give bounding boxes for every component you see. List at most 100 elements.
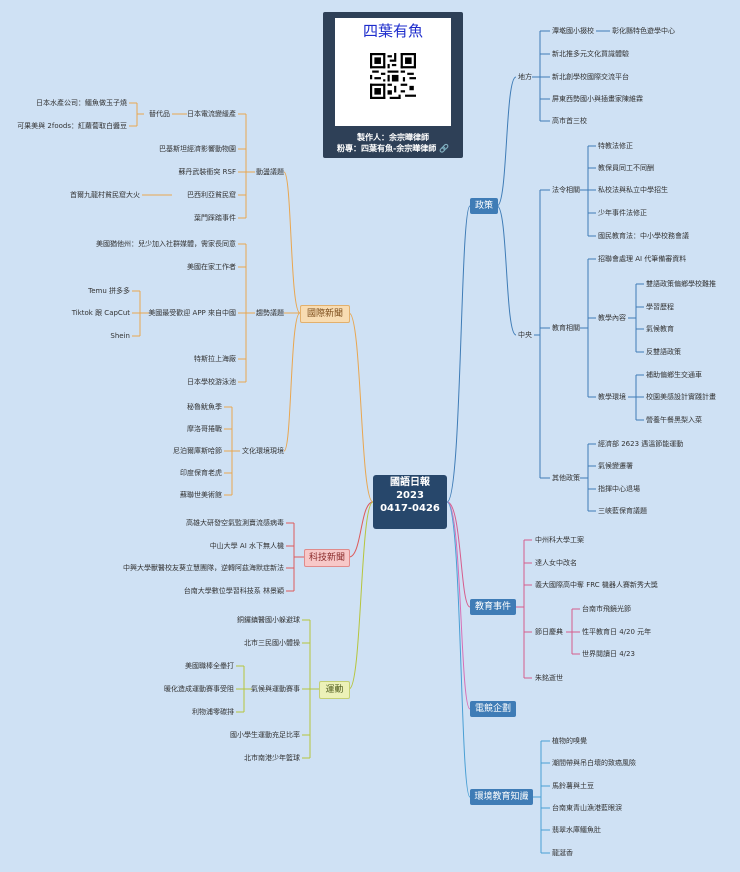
topic-item[interactable]: 新北創學校國際交流平台 bbox=[552, 73, 629, 81]
topic-item[interactable]: 美國在家工作者 bbox=[187, 263, 236, 271]
topic-item[interactable]: 台南大學數位學習科技系 林景穎 bbox=[183, 587, 284, 595]
topic-item[interactable]: 巴基斯坦經濟影響動物園 bbox=[159, 145, 236, 153]
topic-item[interactable]: 台南市飛鏡光節 bbox=[582, 605, 631, 613]
topic-teaching-environment[interactable]: 教學環境 bbox=[598, 393, 626, 401]
topic-popular-apps[interactable]: 美國最受歡迎 APP 來自中國 bbox=[148, 309, 236, 317]
topic-education[interactable]: 教育相關 bbox=[552, 324, 580, 332]
branch-international-news[interactable]: 國際新聞 bbox=[300, 305, 350, 323]
topic-item[interactable]: 學習歷程 bbox=[646, 303, 674, 311]
topic-item[interactable]: 日本電流變緩產 bbox=[187, 110, 236, 118]
topic-item[interactable]: 特教法修正 bbox=[598, 142, 633, 150]
topic-item[interactable]: 達人女中改名 bbox=[535, 559, 577, 567]
topic-item[interactable]: 高市首三校 bbox=[552, 117, 587, 125]
branch-esports[interactable]: 電競企劃 bbox=[470, 701, 516, 717]
topic-culture[interactable]: 文化環境現境 bbox=[242, 447, 284, 455]
branch-environment-education[interactable]: 環境教育知識 bbox=[470, 789, 533, 805]
topic-item[interactable]: 台南東青山漁港藍眼淚 bbox=[552, 804, 622, 812]
topic-item[interactable]: 蘇聯世美術館 bbox=[180, 491, 222, 499]
topic-law[interactable]: 法令相關 bbox=[552, 186, 580, 194]
topic-item[interactable]: 性平教育日 4/20 元年 bbox=[582, 628, 652, 636]
root-year: 2023 bbox=[396, 490, 424, 501]
topic-item[interactable]: 營養午餐黑梨入菜 bbox=[646, 416, 702, 424]
topic-item[interactable]: 可果美與 2foods：紅蘿蔔取白醬豆 bbox=[17, 122, 127, 130]
topic-item[interactable]: 尼泊爾庫斯哈節 bbox=[173, 447, 222, 455]
topic-item[interactable]: 秘魯魷魚季 bbox=[187, 403, 222, 411]
card-title: 四葉有魚 bbox=[362, 22, 423, 40]
topic-economy[interactable]: 動盪議題 bbox=[256, 168, 284, 176]
topic-substitute[interactable]: 替代品 bbox=[149, 110, 170, 118]
topic-item[interactable]: 義大國際高中奪 FRC 機器人賽新秀大獎 bbox=[535, 581, 658, 589]
topic-item[interactable]: 國小學生運動充足比率 bbox=[230, 731, 300, 739]
topic-item[interactable]: 葉門踩踏事件 bbox=[194, 214, 236, 222]
topic-item[interactable]: Shein bbox=[110, 332, 130, 340]
topic-item[interactable]: 彰化縣特色遊學中心 bbox=[612, 27, 675, 35]
root-dates: 0417-0426 bbox=[380, 503, 440, 514]
topic-item[interactable]: 少年事件法修正 bbox=[598, 209, 647, 217]
topic-trend[interactable]: 趨勢議題 bbox=[256, 309, 284, 317]
topic-item[interactable]: 指揮中心退場 bbox=[598, 485, 640, 493]
topic-central[interactable]: 中央 bbox=[518, 331, 532, 339]
topic-item[interactable]: 中山大學 AI 水下無人機 bbox=[209, 542, 284, 550]
topic-item[interactable]: 國民教育法：中小學校務會議 bbox=[598, 232, 689, 240]
topic-item[interactable]: 世界閱讀日 4/23 bbox=[582, 650, 635, 658]
qr-panel: 四葉有魚 bbox=[335, 18, 451, 126]
root-node[interactable]: 國語日報 2023 0417-0426 bbox=[373, 475, 447, 529]
root-title: 國語日報 bbox=[390, 477, 430, 488]
qr-code-icon[interactable] bbox=[370, 53, 416, 99]
topic-item[interactable]: 中興大學獸醫校友葵立慧團隊，逆轉阿茲海默症新法 bbox=[123, 564, 284, 572]
topic-item[interactable]: 翡翠水庫鱷魚肚 bbox=[552, 826, 601, 834]
topic-item[interactable]: 植物的嗅覺 bbox=[552, 737, 587, 745]
topic-item[interactable]: 反雙語政策 bbox=[646, 348, 681, 356]
topic-item[interactable]: 首爾九龍村貧民窟大火 bbox=[70, 191, 140, 199]
topic-local[interactable]: 地方 bbox=[518, 73, 532, 81]
branch-policy[interactable]: 政策 bbox=[470, 198, 498, 214]
topic-item[interactable]: 中州科大學工案 bbox=[535, 536, 584, 544]
topic-item[interactable]: 潮間帶與吊白壞的致癌風險 bbox=[552, 759, 636, 767]
topic-item[interactable]: 私校法與私立中學招生 bbox=[598, 186, 668, 194]
topic-item[interactable]: 銅鑼鎮醫國小躲避球 bbox=[237, 616, 300, 624]
card-fanpage: 粉專：四葉有魚-余宗曄律師 🔗 bbox=[336, 144, 450, 153]
topic-item[interactable]: 北市南港少年籃球 bbox=[244, 754, 300, 762]
branch-tech-news[interactable]: 科技新聞 bbox=[304, 549, 350, 567]
topic-item[interactable]: 龍涎香 bbox=[552, 849, 573, 857]
topic-other-policy[interactable]: 其他政策 bbox=[552, 474, 580, 482]
topic-item[interactable]: 蘇丹武裝衝突 RSF bbox=[178, 168, 236, 176]
topic-item[interactable]: 屏東西勢國小與插畫家陳維霖 bbox=[552, 95, 643, 103]
topic-item[interactable]: 氣候變遷署 bbox=[598, 462, 633, 470]
promo-card: 四葉有魚 製作人：余宗曄律師 粉專：四葉有魚-余宗曄律師 🔗 bbox=[323, 12, 463, 158]
topic-item[interactable]: 經濟部 2623 遇溫節能運動 bbox=[598, 440, 684, 448]
link-icon[interactable]: 🔗 bbox=[439, 144, 450, 153]
topic-item[interactable]: 印度保育老虎 bbox=[180, 469, 222, 477]
card-author: 製作人：余宗曄律師 bbox=[357, 133, 429, 142]
topic-item[interactable]: 氣候教育 bbox=[646, 325, 674, 333]
topic-item[interactable]: 日本水產公司：鱷魚做玉子燒 bbox=[36, 99, 127, 107]
topic-item[interactable]: 三峽藍保育議題 bbox=[598, 507, 647, 515]
topic-item[interactable]: 校園美感設計實踐計畫 bbox=[646, 393, 716, 401]
topic-item[interactable]: 馬鈴薯與土豆 bbox=[552, 782, 594, 790]
topic-item[interactable]: Temu 拼多多 bbox=[88, 287, 130, 295]
topic-item[interactable]: 招聯會處理 AI 代筆備審資料 bbox=[598, 255, 687, 263]
topic-item[interactable]: Tiktok 跟 CapCut bbox=[71, 309, 130, 317]
topic-item[interactable]: 美國猶他州：兒少加入社群媒體，需家長同意 bbox=[96, 240, 236, 248]
topic-item[interactable]: 雙語政策偏鄉學校難推 bbox=[646, 280, 716, 288]
topic-item[interactable]: 特斯拉上海廠 bbox=[194, 355, 236, 363]
topic-item[interactable]: 利物浦零碳排 bbox=[192, 708, 234, 716]
topic-item[interactable]: 補助偏鄉生交通車 bbox=[646, 371, 702, 379]
topic-item[interactable]: 高雄大研發空氣監測賣流感病毒 bbox=[186, 519, 284, 527]
branch-education-events[interactable]: 教育事件 bbox=[470, 599, 516, 615]
topic-item[interactable]: 美國職棒全壘打 bbox=[185, 662, 234, 670]
topic-item[interactable]: 摩洛哥捲戰 bbox=[187, 425, 222, 433]
topic-item[interactable]: 教保員同工不同酬 bbox=[598, 164, 654, 172]
topic-item[interactable]: 新北推多元文化買識體驗 bbox=[552, 50, 629, 58]
topic-item[interactable]: 潭墘國小掇校 bbox=[552, 27, 594, 35]
topic-item[interactable]: 日本學校游泳池 bbox=[187, 378, 236, 386]
topic-item[interactable]: 北市三民國小體操 bbox=[244, 639, 300, 647]
branch-sports[interactable]: 運動 bbox=[319, 681, 350, 699]
topic-climate-sports[interactable]: 氣候與運動賽事 bbox=[251, 685, 300, 693]
topic-teaching-content[interactable]: 教學內容 bbox=[598, 314, 626, 322]
topic-item[interactable]: 巴西利亞貧民窟 bbox=[187, 191, 236, 199]
topic-item[interactable]: 暖化造成運動賽事受阻 bbox=[164, 685, 234, 693]
topic-festivals[interactable]: 節日慶典 bbox=[535, 628, 563, 636]
topic-item[interactable]: 朱銘逝世 bbox=[535, 674, 563, 682]
